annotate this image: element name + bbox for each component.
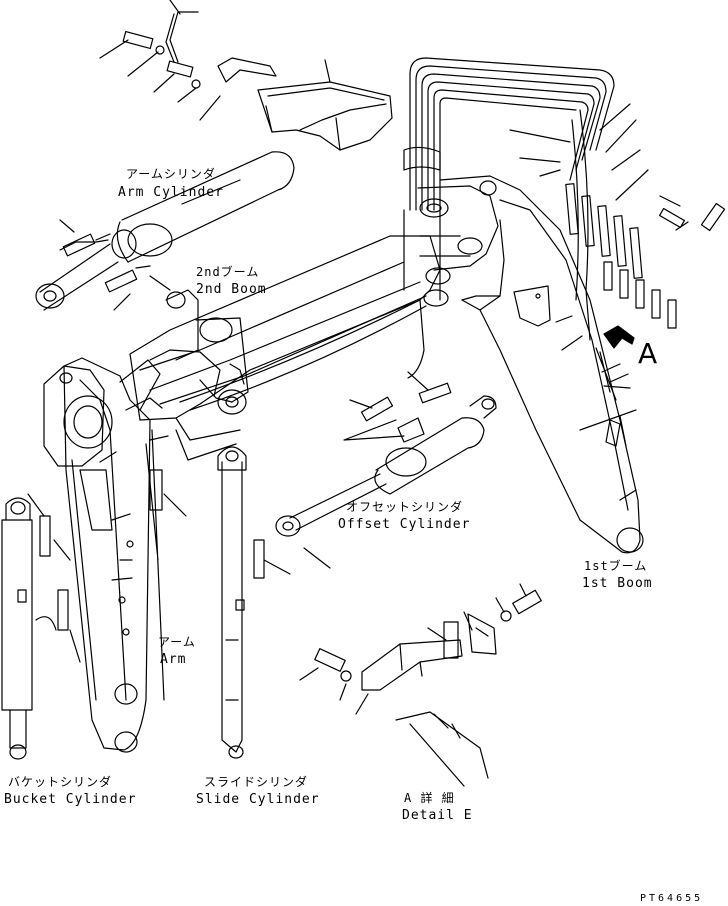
bucket-cylinder-label-jp: バケットシリンダ bbox=[8, 775, 113, 789]
arm-cylinder-label-jp: アームシリンダ bbox=[126, 167, 216, 181]
bucket-cylinder-label-en: Bucket Cylinder bbox=[4, 792, 137, 807]
arm-cylinder-label-en: Arm Cylinder bbox=[118, 185, 224, 200]
hose-bundle bbox=[403, 57, 649, 341]
offset-cylinder bbox=[275, 371, 497, 537]
second-boom bbox=[129, 235, 441, 441]
arm-label-jp: アーム bbox=[158, 635, 196, 649]
fittings-cluster bbox=[565, 183, 726, 329]
view-arrow bbox=[603, 325, 635, 349]
slide-cylinder-label-en: Slide Cylinder bbox=[196, 792, 320, 807]
offset-cylinder-label-en: Offset Cylinder bbox=[338, 517, 471, 532]
arm bbox=[43, 357, 169, 753]
view-marker-label: A bbox=[638, 337, 658, 370]
top-bolts bbox=[99, 0, 277, 121]
arm-label-en: Arm bbox=[160, 652, 187, 667]
offset-cylinder-label-jp: オフセットシリンダ bbox=[346, 500, 464, 514]
detail-label-jp: A 詳 細 bbox=[404, 791, 455, 805]
second-boom-label-jp: 2ndブーム bbox=[196, 265, 260, 279]
second-boom-label-en: 2nd Boom bbox=[196, 282, 267, 297]
first-boom bbox=[439, 175, 644, 554]
drawing-code: PT64655 bbox=[640, 893, 704, 904]
leader-lines bbox=[181, 179, 637, 569]
arm-cylinder bbox=[35, 151, 295, 311]
detail-label-en: Detail E bbox=[402, 808, 473, 823]
slide-cylinder-label-jp: スライドシリンダ bbox=[204, 775, 309, 789]
boom-hoses bbox=[175, 299, 427, 461]
boom-cover bbox=[257, 59, 393, 151]
detail-a-assembly bbox=[299, 583, 542, 787]
slide-cylinder bbox=[217, 446, 291, 759]
boom-joint bbox=[417, 185, 499, 307]
first-boom-label-jp: 1stブーム bbox=[584, 559, 648, 573]
bucket-cylinder bbox=[1, 469, 187, 760]
first-boom-label-en: 1st Boom bbox=[582, 576, 653, 591]
